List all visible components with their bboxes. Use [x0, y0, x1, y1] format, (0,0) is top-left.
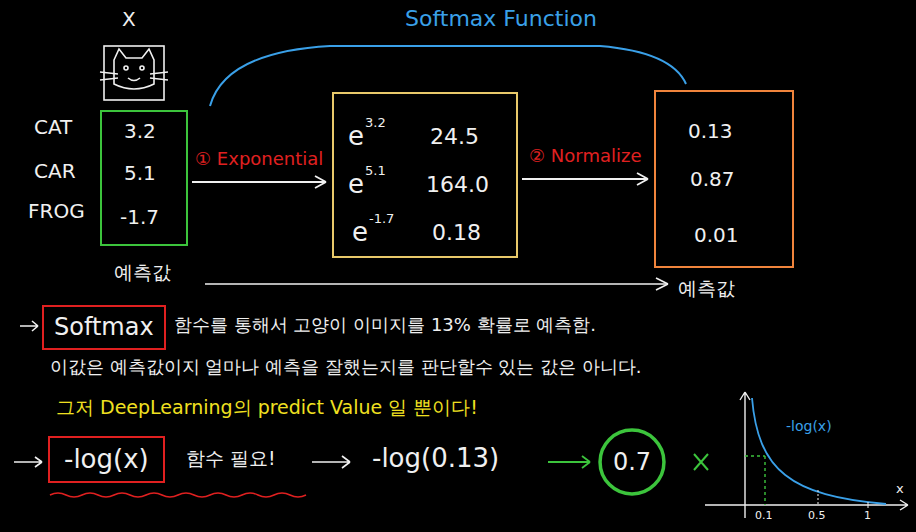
flow-arrow: [312, 456, 350, 468]
wavy-underline: [50, 493, 306, 497]
cross-mark: [694, 454, 708, 470]
flow-arrow: [548, 456, 590, 468]
log-curve: [752, 398, 886, 504]
flow-arrow: [522, 173, 648, 185]
caption-label: 예측값: [678, 278, 735, 300]
tick: [868, 502, 869, 508]
cell-value: 0.13: [688, 120, 733, 143]
flow-arrow: [192, 176, 326, 188]
tick-label: 1: [864, 510, 871, 523]
curve-label: -log(x): [786, 418, 832, 434]
highlight-note: 그저 DeepLearning의 predict Value 일 뿐이다!: [56, 397, 478, 419]
circle-text: 0.7: [613, 448, 651, 476]
cell-value: 3.2: [365, 116, 386, 131]
arrow-head: [637, 173, 648, 185]
arrow-head: [315, 176, 326, 188]
tick: [818, 490, 819, 505]
cell-value: 3.2: [124, 120, 156, 143]
cat-eye: [140, 66, 144, 70]
cell-value: -1.7: [369, 212, 394, 227]
arrow-head: [656, 278, 668, 290]
circle-shape: [600, 430, 664, 494]
exponent-box: e3.224.5e5.1164.0e-1.70.18: [332, 92, 518, 258]
cell-value: -1.7: [120, 206, 159, 229]
edge-label: ① Exponential: [195, 149, 323, 170]
bracket-arc: [210, 46, 686, 106]
cell-value: 0.01: [694, 224, 739, 247]
input-label: X: [122, 8, 136, 31]
leader-arrow: [205, 283, 668, 285]
box-text: -log(x): [64, 444, 149, 475]
cell-value: e: [352, 218, 368, 248]
cell-value: 24.5: [430, 124, 479, 149]
x-axis: [705, 500, 908, 510]
log-graph: [705, 392, 908, 518]
guide-dash: [745, 456, 765, 505]
probability-box: 0.13 0.87 0.01: [654, 90, 794, 268]
tick-label: 0.5: [808, 510, 826, 523]
cat-whiskers: [100, 72, 168, 80]
class-name: FROG: [28, 200, 85, 223]
cat-eye: [124, 66, 128, 70]
class-name: CAT: [34, 116, 72, 139]
tick-label: 0.1: [755, 510, 773, 523]
cell-value: e: [348, 170, 364, 200]
bullet-arrow: [20, 321, 38, 331]
axis-label: x: [896, 482, 904, 497]
arrow-line: [522, 178, 648, 180]
cell-value: 0.87: [690, 168, 735, 191]
edge-label: ② Normalize: [529, 146, 642, 167]
note-text: 함수를 통해서 고양이 이미지를 13% 확률로 예측함.: [174, 315, 596, 336]
cell-value: 5.1: [124, 162, 156, 185]
box-text: Softmax: [54, 313, 154, 342]
class-name: CAR: [34, 160, 76, 183]
cell-value: 164.0: [426, 172, 489, 197]
diagram-title: Softmax Function: [405, 6, 597, 31]
cat-mouth: [128, 78, 140, 81]
softmax-box: Softmax: [42, 305, 166, 350]
y-axis: [740, 392, 750, 518]
caption-label: 예측값: [114, 262, 171, 284]
result-circle: 0.7: [598, 428, 666, 496]
cell-value: 5.1: [365, 164, 386, 179]
log-box: -log(x): [48, 436, 165, 483]
input-box: 3.2 5.1 -1.7: [100, 110, 188, 246]
arrow-line: [192, 181, 326, 183]
cell-value: 0.18: [432, 220, 481, 245]
note-text: 함수 필요!: [186, 448, 276, 470]
cell-value: e: [348, 122, 364, 152]
bullet-arrow: [14, 457, 42, 467]
formula-text: -log(0.13): [372, 444, 499, 474]
note-text: 이값은 예측값이지 얼마나 예측을 잘했는지를 판단할수 있는 값은 아니다.: [50, 357, 642, 378]
cat-head: [114, 49, 154, 89]
cat-drawing: [100, 46, 168, 100]
